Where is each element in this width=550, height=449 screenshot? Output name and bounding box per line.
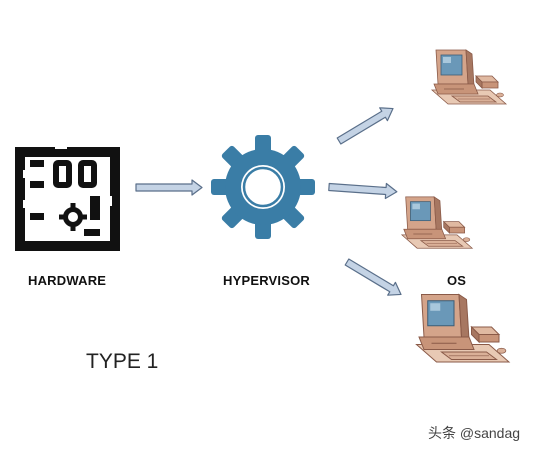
hypervisor-label: HYPERVISOR bbox=[223, 273, 311, 288]
gear-icon bbox=[211, 135, 315, 239]
vintage-computer-icon bbox=[401, 196, 473, 249]
vintage-computer-icon bbox=[415, 293, 510, 363]
circuit-board-icon bbox=[15, 143, 120, 251]
hardware-label: HARDWARE bbox=[28, 273, 107, 288]
arrow-hypervisor-to-os-bottom bbox=[344, 258, 402, 296]
arrow-hypervisor-to-os-top bbox=[336, 107, 394, 145]
watermark: 头条 @sandag bbox=[428, 425, 521, 441]
arrow-hypervisor-to-os-middle bbox=[328, 182, 398, 200]
type-label: TYPE 1 bbox=[86, 350, 159, 373]
vintage-computer-icon bbox=[431, 49, 507, 105]
os-label: OS bbox=[447, 273, 467, 288]
arrow-hardware-to-hypervisor bbox=[135, 179, 203, 196]
